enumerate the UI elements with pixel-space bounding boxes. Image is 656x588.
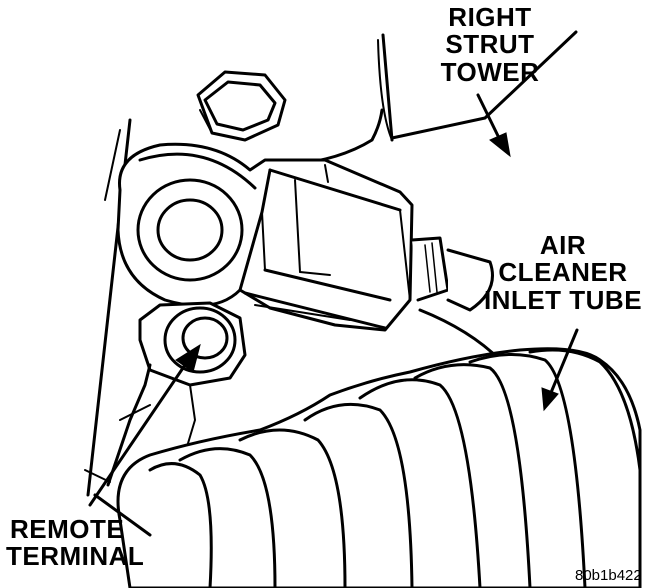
remote-terminal-stud: [106, 301, 247, 487]
arrow-air-cleaner-inlet-tube: [548, 328, 579, 397]
air-cleaner-inlet-tube-label: AIR CLEANER INLET TUBE: [478, 230, 648, 315]
bracket-line: [93, 493, 152, 537]
arrowhead-right-strut-tower: [489, 132, 511, 158]
strut-tower-edge: [377, 39, 393, 141]
cable-end: [410, 236, 502, 362]
label-line: INLET TUBE: [483, 284, 643, 315]
strut-tower-curve: [288, 108, 384, 167]
label-line: STRUT: [445, 29, 535, 60]
left-panel-line-2: [104, 129, 121, 201]
arrowhead-remote-terminal: [175, 343, 201, 373]
strut-tower-bottom: [390, 30, 578, 140]
arrow-remote-terminal: [88, 363, 187, 507]
label-line: RIGHT: [448, 2, 532, 32]
air-cleaner-inlet-tube: [116, 347, 642, 588]
label-line: TOWER: [440, 56, 540, 87]
arrow-right-strut-tower: [476, 93, 502, 142]
arrowhead-air-cleaner-inlet-tube: [541, 387, 559, 412]
label-line: CLEANER: [498, 257, 628, 288]
hex-nut: [196, 70, 287, 142]
right-strut-tower-label: RIGHT STRUT TOWER: [420, 2, 560, 87]
figure-id: 80b1b422: [575, 567, 642, 584]
strut-tower-outline: [381, 33, 394, 142]
terminal-clamp: [116, 142, 414, 332]
label-line: TERMINAL: [6, 541, 145, 572]
label-line: AIR: [539, 230, 587, 260]
remote-terminal-label: REMOTE TERMINAL: [0, 514, 145, 572]
label-line: REMOTE: [10, 514, 125, 544]
